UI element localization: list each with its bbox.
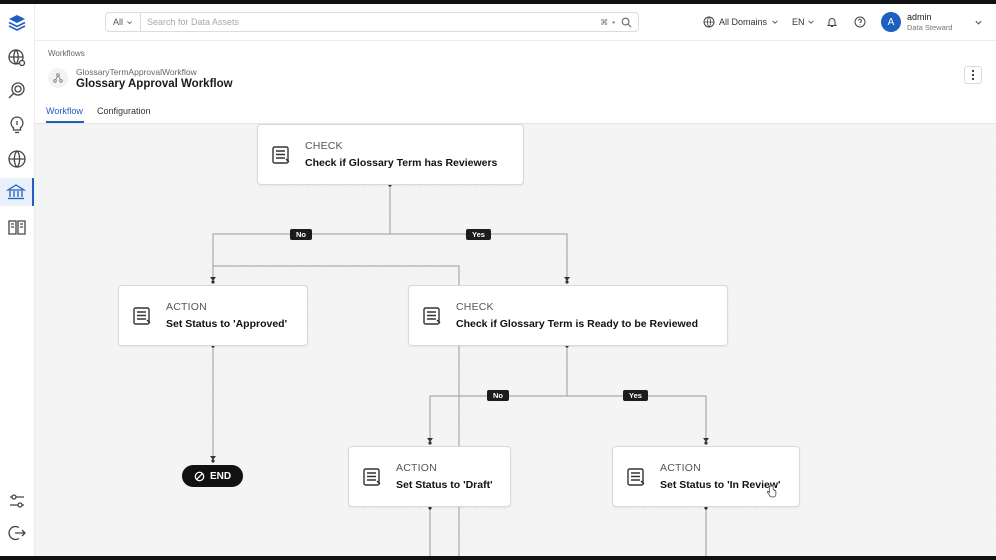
more-vertical-icon [971,69,975,81]
help-icon [854,16,866,28]
domains-icon[interactable] [4,146,30,172]
shortcut-separator: • [612,17,615,27]
domain-selector[interactable]: All Domains [703,4,779,40]
hand-cursor-icon [766,485,777,498]
settings-sliders-icon[interactable] [4,488,30,514]
tab-configuration[interactable]: Configuration [97,106,151,116]
tab-workflow[interactable]: Workflow [46,106,83,116]
search-filter-label: All [112,17,123,27]
observability-icon[interactable] [4,78,30,104]
document-icon [627,468,645,486]
breadcrumb[interactable]: Workflows [48,49,85,58]
node-type: CHECK [456,301,494,313]
globe-icon [703,16,715,28]
node-label: Set Status to 'Approved' [166,318,288,330]
tabs-divider [35,123,996,124]
bell-icon [826,18,838,27]
chevron-down-icon [127,20,132,24]
user-info: admin Data Steward [907,12,952,33]
user-name: admin [907,11,932,22]
node-label: Set Status to 'In Review' [660,479,781,491]
search-filter-dropdown[interactable]: All [106,13,141,31]
page-title: Glossary Approval Workflow [76,78,233,90]
search-shortcut: ⌘ • [600,18,615,27]
node-type: ACTION [396,462,437,474]
edge-label-yes: Yes [623,390,648,401]
search-icon[interactable] [621,17,632,28]
node-label: Check if Glossary Term is Ready to be Re… [456,318,698,330]
end-label: END [209,470,232,482]
workflow-node-action[interactable]: ACTION Set Status to 'In Review' [612,446,800,507]
chevron-down-icon [807,20,814,24]
more-options-button[interactable] [964,66,982,84]
document-icon [423,307,441,325]
insights-icon[interactable] [4,112,30,138]
node-type: ACTION [660,462,701,474]
shortcut-key: ⌘ [600,17,609,27]
document-icon [272,146,290,164]
workflow-name: GlossaryTermApprovalWorkflow [76,67,197,77]
node-label: Set Status to 'Draft' [396,479,493,491]
language-selector[interactable]: EN [792,4,815,40]
edge-label-yes: Yes [466,229,491,240]
workflow-node-action[interactable]: ACTION Set Status to 'Approved' [118,285,308,346]
edge-label-no: No [487,390,509,401]
language-label: EN [792,17,805,27]
workflow-canvas[interactable]: CHECK Check if Glossary Term has Reviewe… [35,124,996,556]
node-type: CHECK [305,140,343,152]
node-label: Check if Glossary Term has Reviewers [305,157,498,169]
logout-icon[interactable] [4,520,30,546]
sidebar [0,4,35,556]
user-role: Data Steward [907,22,953,32]
user-menu[interactable]: A admin Data Steward [881,4,983,40]
domains-label: All Domains [719,17,768,27]
workflow-node-check[interactable]: CHECK Check if Glossary Term has Reviewe… [257,124,524,185]
workflow-end-node[interactable]: END [182,465,243,487]
documentation-icon[interactable] [4,214,30,240]
governance-icon[interactable] [0,178,34,206]
chevron-down-icon [975,20,983,25]
notifications-button[interactable] [826,4,838,40]
help-button[interactable] [854,4,866,40]
screen-top-border [0,0,996,4]
top-header: All ⌘ • All Domains EN A admin Data Stew… [35,4,996,41]
global-search: All ⌘ • [105,12,639,32]
edge-label-no: No [290,229,312,240]
document-icon [363,468,381,486]
workflow-node-check[interactable]: CHECK Check if Glossary Term is Ready to… [408,285,728,346]
node-type: ACTION [166,301,207,313]
active-tab-indicator [46,121,84,123]
document-icon [133,307,151,325]
stop-icon [194,471,205,481]
explore-icon[interactable] [4,45,30,71]
search-input[interactable] [141,16,601,28]
app-logo-icon[interactable] [4,10,30,36]
workflow-node-action[interactable]: ACTION Set Status to 'Draft' [348,446,511,507]
workflow-edges [210,183,709,556]
avatar: A [881,12,901,32]
workflow-icon [48,68,68,88]
screen-bottom-border [0,556,996,560]
chevron-down-icon [772,20,778,24]
